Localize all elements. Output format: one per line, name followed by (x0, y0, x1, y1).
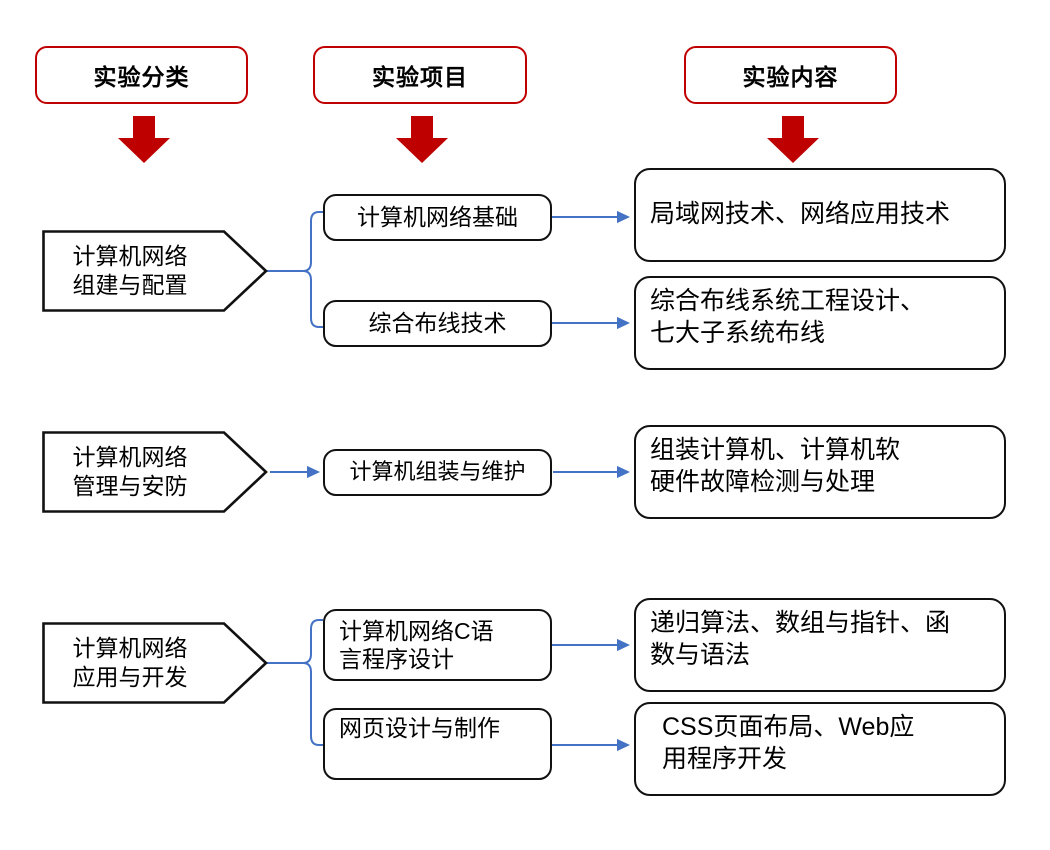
header-experiment-project: 实验项目 (313, 46, 527, 104)
header-experiment-content: 实验内容 (684, 46, 897, 104)
category-box-1: 计算机网络 组建与配置 (42, 230, 268, 312)
content-line-1: CSS页面布局、Web应 (662, 713, 915, 741)
content-line-1: 综合布线系统工程设计、 (650, 287, 926, 315)
content-line-1: 组装计算机、计算机软 (650, 436, 901, 464)
content-box-2-1: 组装计算机、计算机软 硬件故障检测与处理 (634, 425, 1006, 519)
content-line-1: 局域网技术、网络应用技术 (650, 200, 951, 229)
pentagon-shape (42, 431, 268, 513)
project-line-2: 言程序设计 (339, 646, 454, 672)
content-box-1-2: 综合布线系统工程设计、 七大子系统布线 (634, 276, 1006, 370)
project-box-3-2: 网页设计与制作 (323, 708, 552, 780)
category-box-2: 计算机网络 管理与安防 (42, 431, 268, 513)
project-line-1: 计算机网络基础 (357, 204, 518, 231)
down-arrow-icon-project (396, 116, 448, 163)
content-box-3-1: 递归算法、数组与指针、函 数与语法 (634, 598, 1006, 692)
project-line-1: 计算机网络C语 (339, 617, 494, 644)
header-label: 实验项目 (372, 64, 468, 90)
project-line-1: 计算机组装与维护 (349, 459, 526, 485)
content-line-2: 七大子系统布线 (650, 318, 826, 347)
content-line-1: 递归算法、数组与指针、函 (650, 609, 951, 637)
pentagon-shape (42, 230, 268, 312)
project-box-2-1: 计算机组装与维护 (323, 449, 552, 496)
down-arrow-icon-category (118, 116, 170, 163)
down-arrow-icon-content (767, 116, 819, 163)
project-box-3-1: 计算机网络C语 言程序设计 (323, 609, 552, 681)
project-line-1: 综合布线技术 (368, 310, 507, 337)
content-box-1-1: 局域网技术、网络应用技术 (634, 168, 1006, 262)
content-line-2: 用程序开发 (662, 744, 788, 773)
content-line-2: 数与语法 (650, 640, 751, 669)
bracket-group-1 (266, 211, 323, 328)
project-box-1-2: 综合布线技术 (323, 300, 552, 347)
content-line-2: 硬件故障检测与处理 (650, 467, 876, 496)
header-label: 实验内容 (742, 64, 839, 90)
content-box-3-2: CSS页面布局、Web应 用程序开发 (634, 702, 1006, 796)
pentagon-shape (42, 622, 268, 704)
bracket-group-3 (266, 619, 323, 746)
category-box-3: 计算机网络 应用与开发 (42, 622, 268, 704)
header-label: 实验分类 (93, 64, 190, 90)
project-box-1-1: 计算机网络基础 (323, 194, 552, 241)
project-line-1: 网页设计与制作 (339, 715, 500, 741)
header-experiment-category: 实验分类 (35, 46, 248, 104)
